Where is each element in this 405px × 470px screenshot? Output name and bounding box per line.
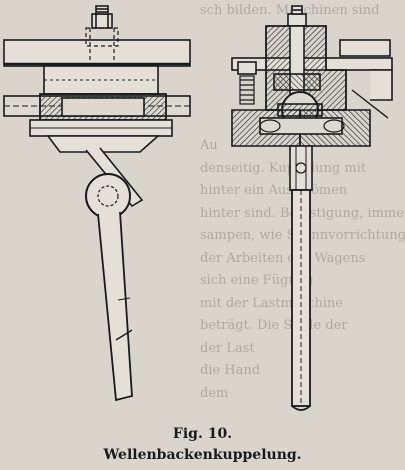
- figure-label: Fig. 10.: [172, 426, 233, 442]
- section-view: [231, 5, 393, 411]
- text-line: dem: [200, 385, 229, 401]
- text-line: sch bilden. Maschinen sind: [200, 3, 380, 18]
- top-bolt-nut: [287, 13, 307, 27]
- text-line: Au: [200, 138, 218, 153]
- text-line: denseitig. Kuppelung mit: [200, 160, 367, 176]
- side-elevation-view: [3, 5, 191, 402]
- upper-beam: [3, 39, 191, 67]
- eye: [85, 173, 131, 219]
- hanging-link: [97, 211, 133, 402]
- text-line: die Hand: [200, 363, 261, 378]
- coupling-technical-drawing: [3, 5, 393, 411]
- left-nut: [237, 61, 257, 75]
- text-line: sich eine Fügung: [200, 273, 314, 288]
- spring: [240, 79, 254, 101]
- text-line: der Last: [200, 340, 255, 356]
- text-line: der Arbeiten des Wagens: [200, 250, 366, 266]
- lower-housing: [46, 135, 161, 153]
- top-nut: [91, 13, 113, 29]
- figure-title: Wellenbackenkuppelung.: [103, 447, 302, 463]
- stem-upper: [289, 145, 313, 191]
